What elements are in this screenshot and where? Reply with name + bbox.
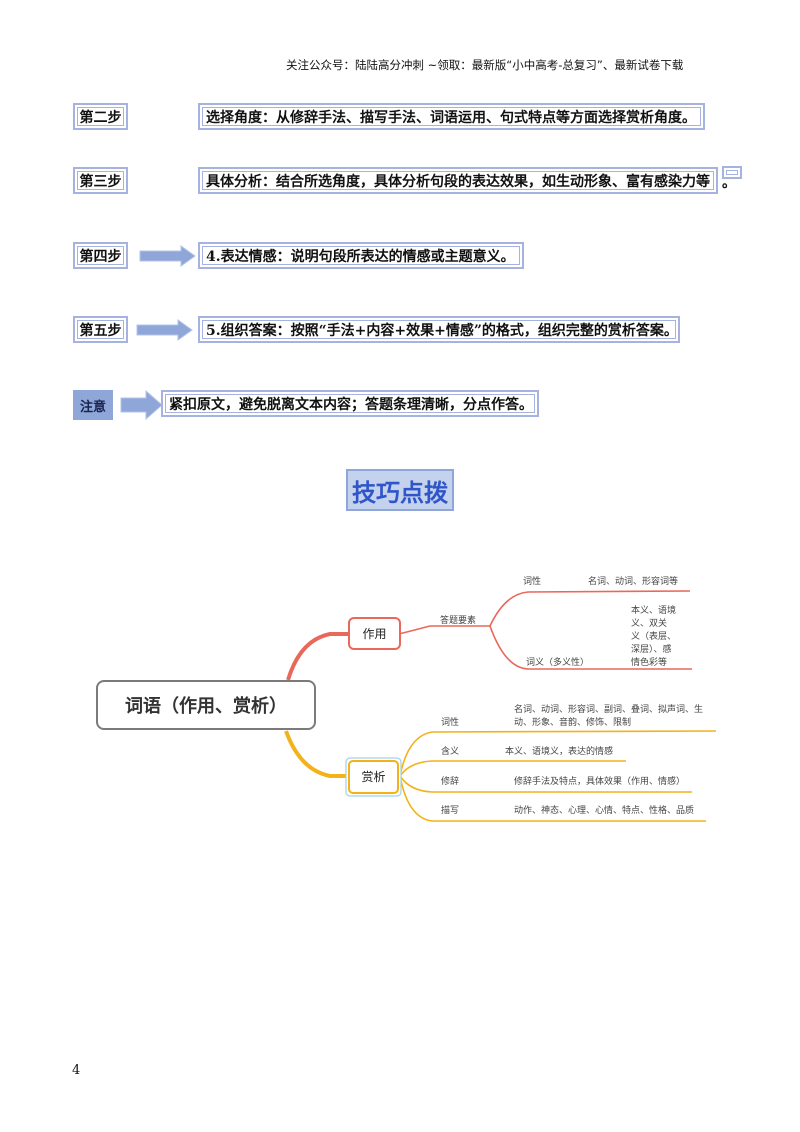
- use-value-2-line-4: 深层）、感: [631, 643, 672, 655]
- use-node: [348, 617, 401, 650]
- branch-use-fork-bottom: [489, 625, 692, 670]
- appr-value-3: 修辞手法及特点，具体效果（作用、情感）: [514, 775, 685, 787]
- step-2-text: 选择角度：从修辞手法、描写手法、词语运用、句式特点等方面选择赏析角度。: [198, 103, 705, 130]
- branch-appr-fork-3: [399, 775, 692, 793]
- step-5-label: 第五步: [73, 316, 128, 343]
- branch-appr-curve: [284, 730, 348, 778]
- step-4-label: 第四步: [73, 242, 128, 269]
- step-4-text: 4.表达情感：说明句段所表达的情感或主题意义。: [198, 242, 524, 269]
- branch-appr-fork-2: [399, 760, 626, 777]
- branch-use-curve: [286, 632, 350, 681]
- appr-node-label: 赏析: [361, 770, 385, 784]
- appr-value-2: 本义、语境义，表达的情感: [505, 745, 613, 757]
- use-value-2-line-5: 情色彩等: [631, 656, 667, 668]
- appr-value-4: 动作、神态、心理、心情、特点、性格、品质: [514, 804, 694, 816]
- use-value-2-line-3: 义（表层、: [631, 630, 676, 642]
- page-number: 4: [72, 1063, 81, 1078]
- use-value-2-line-1: 本义、语境: [631, 604, 676, 616]
- page-header: 关注公众号：陆陆高分冲刺 ~领取：最新版“小中高考-总复习”、最新试卷下载: [286, 58, 684, 72]
- use-sub-label: 答题要素: [440, 614, 476, 626]
- step-4-arrow: [139, 245, 196, 267]
- branch-use-fork-top: [489, 590, 691, 627]
- appr-key-2: 含义: [441, 745, 459, 757]
- root-node: [96, 680, 316, 730]
- step-3-label: 第三步: [73, 167, 128, 194]
- note-text: 紧扣原文，避免脱离文本内容；答题条理清晰，分点作答。: [161, 390, 539, 417]
- appr-value-1-line-2: 动、形象、音韵、修饰、限制: [514, 716, 631, 728]
- step-3-text: 具体分析：结合所选角度，具体分析句段的表达效果，如生动形象、富有感染力等: [198, 167, 718, 194]
- step-5-text: 5.组织答案：按照“手法+内容+效果+情感”的格式，组织完整的赏析答案。: [198, 316, 680, 343]
- appr-key-4: 描写: [441, 804, 459, 816]
- branch-appr-fork-4: [399, 775, 706, 822]
- use-value-1: 名词、动词、形容词等: [588, 575, 678, 587]
- use-key-1: 词性: [523, 575, 541, 587]
- step-3-end-punct: 。: [722, 175, 736, 191]
- appr-value-1-line-1: 名词、动词、形容词、副词、叠词、拟声词、生: [514, 703, 703, 715]
- note-label: 注意: [73, 390, 113, 420]
- step-2-label: 第二步: [73, 103, 128, 130]
- branch-use-sub-line: [398, 625, 490, 635]
- appr-key-1: 词性: [441, 716, 459, 728]
- step-5-arrow: [136, 319, 193, 341]
- branch-appr-fork-1: [399, 730, 717, 777]
- use-key-2: 词义（多义性）: [526, 656, 589, 668]
- step-3-end-marker: [722, 166, 742, 179]
- appr-node: [348, 760, 399, 794]
- use-value-2-line-2: 义、双关: [631, 617, 667, 629]
- appr-key-3: 修辞: [441, 775, 459, 787]
- use-node-label: 作用: [362, 627, 386, 641]
- note-arrow: [120, 390, 163, 420]
- section-title: 技巧点拨: [346, 469, 454, 511]
- root-node-label: 词语（作用、赏析）: [125, 695, 287, 717]
